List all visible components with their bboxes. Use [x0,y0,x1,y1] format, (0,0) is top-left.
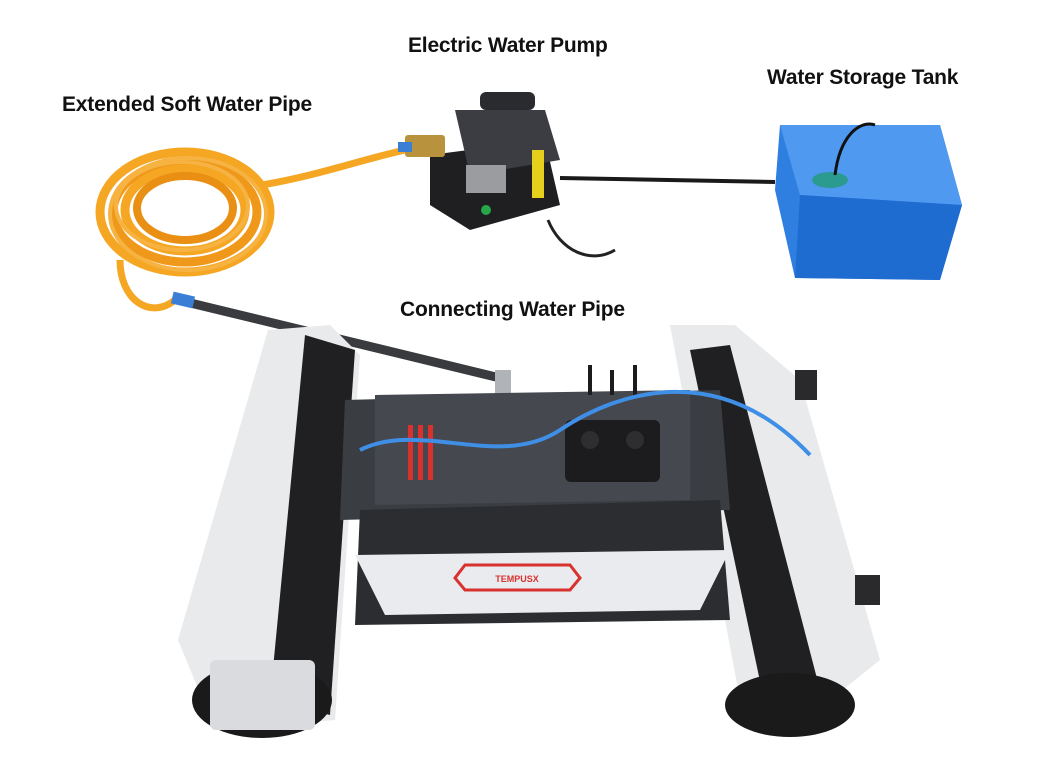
electric-water-pump-label: Electric Water Pump [408,34,608,57]
extended-soft-water-pipe-label: Extended Soft Water Pipe [62,93,312,116]
water-storage-tank [775,122,962,280]
left-brush-assembly [178,325,360,738]
suction-hose [559,176,776,184]
connecting-water-pipe-label: Connecting Water Pipe [400,298,625,321]
electric-water-pump [398,92,616,258]
robot-chassis [340,365,812,625]
water-storage-tank-label: Water Storage Tank [767,66,959,89]
soft-water-pipe-coil [95,146,406,312]
